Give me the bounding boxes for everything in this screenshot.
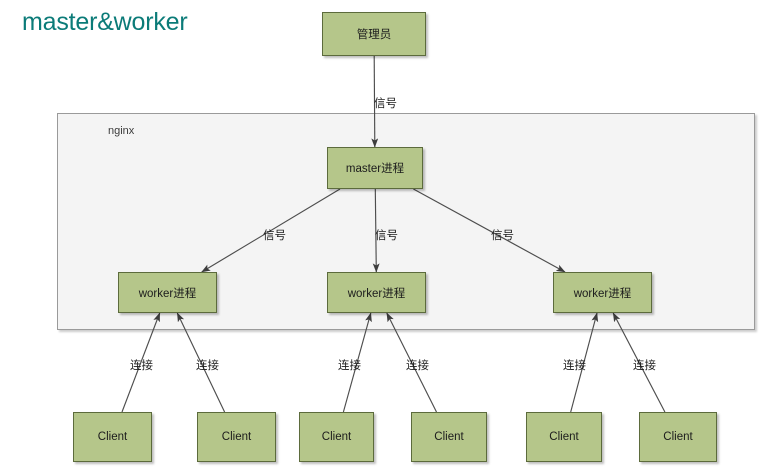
node-client3[interactable]: Client: [299, 412, 374, 462]
node-label: worker进程: [347, 287, 406, 300]
edge-label-e-client1-worker1: 连接: [130, 360, 153, 372]
edge-label-e-master-worker1: 信号: [263, 230, 286, 242]
edge-e-admin-master: [371, 55, 379, 148]
node-label: Client: [663, 431, 693, 443]
node-label: Client: [321, 431, 352, 443]
edge-label-e-client3-worker2: 连接: [338, 360, 361, 372]
edge-label-e-client5-worker3: 连接: [563, 360, 586, 372]
nginx-container-label: nginx: [108, 125, 135, 137]
edge-e-client3-worker2: [342, 312, 372, 413]
node-client4[interactable]: Client: [411, 412, 487, 462]
node-label: Client: [434, 431, 464, 443]
edge-e-master-worker3: [413, 188, 566, 273]
edge-label-e-client2-worker1: 连接: [196, 360, 219, 372]
node-client1[interactable]: Client: [73, 412, 152, 462]
edge-label-e-client4-worker2: 连接: [406, 360, 429, 372]
node-label: worker进程: [138, 287, 197, 300]
edge-label-e-master-worker2: 信号: [375, 230, 398, 242]
edge-e-client6-worker3: [612, 312, 666, 413]
node-worker3[interactable]: worker进程: [553, 272, 652, 313]
node-label: worker进程: [573, 287, 632, 300]
edge-e-client5-worker3: [570, 312, 599, 413]
node-worker1[interactable]: worker进程: [118, 272, 217, 313]
node-worker2[interactable]: worker进程: [327, 272, 426, 313]
page-title: master&worker: [22, 8, 188, 36]
node-label: master进程: [345, 163, 405, 175]
node-label: 管理员: [356, 29, 392, 41]
node-client2[interactable]: Client: [197, 412, 276, 462]
node-label: Client: [549, 431, 579, 443]
edge-e-client4-worker2: [386, 312, 438, 413]
node-admin[interactable]: 管理员: [322, 12, 426, 56]
edge-e-client1-worker1: [121, 312, 161, 413]
edge-e-client2-worker1: [176, 312, 226, 413]
node-label: Client: [97, 431, 128, 443]
edge-e-master-worker1: [201, 188, 341, 273]
edge-label-e-client6-worker3: 连接: [633, 360, 656, 372]
edge-e-master-worker2: [372, 188, 380, 273]
node-client5[interactable]: Client: [526, 412, 602, 462]
node-label: Client: [221, 431, 252, 443]
edge-label-e-admin-master: 信号: [374, 98, 397, 110]
node-master[interactable]: master进程: [327, 147, 423, 189]
node-client6[interactable]: Client: [639, 412, 717, 462]
edge-label-e-master-worker3: 信号: [491, 230, 514, 242]
